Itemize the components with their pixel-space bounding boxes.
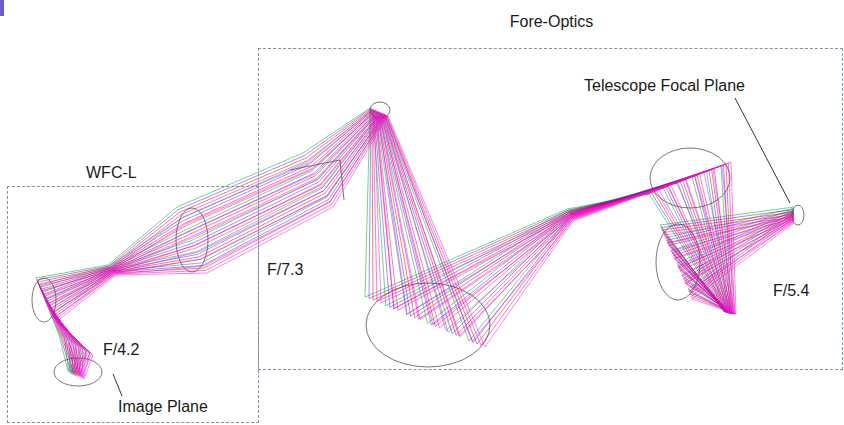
region-box: WFC-L [7,186,259,423]
ray [50,114,794,378]
ray [39,110,794,375]
ray [56,116,794,379]
callout-label: Telescope Focal Plane [583,77,746,95]
callout-label: F/5.4 [772,282,810,300]
ray [52,114,794,377]
ray [52,115,794,379]
ray [48,113,794,377]
corner-bar [0,0,4,16]
ray-bundle [36,108,794,379]
ray [42,111,794,375]
mirror-outlines [32,102,804,386]
ray [40,110,794,373]
ray [49,113,794,376]
ray [53,115,794,377]
ray [44,112,794,377]
ray [45,112,794,376]
region-title: Fore-Optics [510,13,594,31]
ray [36,108,794,371]
ray [54,115,794,378]
region-box: Fore-Optics [258,48,843,370]
ray [40,110,794,375]
leader-lines [113,98,790,396]
ray [55,116,794,379]
ray [50,113,794,375]
ray [49,113,794,374]
ray [54,115,794,377]
region-title: WFC-L [86,164,137,182]
ray [42,111,794,376]
ray [46,112,794,376]
callout-label: F/7.3 [266,261,304,279]
ray [41,110,794,374]
callout-label: F/4.2 [102,341,140,359]
callout-label: Image Plane [117,398,209,416]
